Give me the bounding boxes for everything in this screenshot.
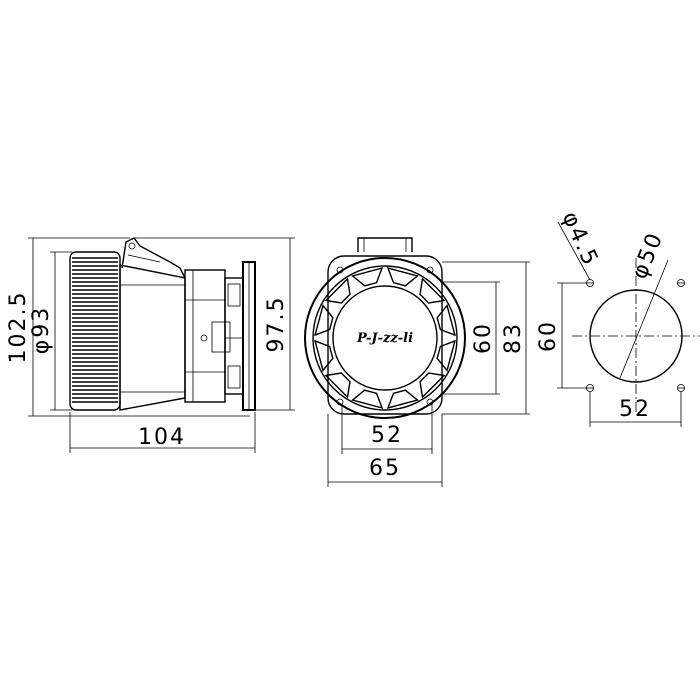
cutout-view: φ4.5 φ50 60 52 xyxy=(536,208,700,427)
dim-line-102-5 xyxy=(28,237,250,417)
dim-line-83 xyxy=(442,261,530,415)
dim-line-52-front xyxy=(341,404,433,454)
rib xyxy=(324,277,351,304)
cutout-circle xyxy=(589,289,683,383)
dim-line-93 xyxy=(50,251,72,411)
rib xyxy=(386,267,419,287)
ribs xyxy=(314,267,456,409)
dim-line-97-5 xyxy=(135,237,295,411)
mounting-section xyxy=(184,261,256,411)
dim-label-52-front: 52 xyxy=(371,423,403,448)
rib xyxy=(351,267,384,287)
dim-line-104 xyxy=(69,412,256,453)
brand-logo: P-J-zz-li xyxy=(356,331,413,346)
front-view: P-J-zz-li 60 83 52 xyxy=(304,237,530,487)
dim-label-97-5: 97.5 xyxy=(264,296,289,353)
rib xyxy=(419,277,446,304)
rib xyxy=(419,372,446,399)
rib xyxy=(314,304,334,337)
dim-label-60-front: 60 xyxy=(471,322,496,354)
dim-line-65 xyxy=(327,414,443,487)
side-view: 102.5 φ93 xyxy=(6,237,295,453)
dim-label-93: φ93 xyxy=(29,306,54,355)
rib xyxy=(436,304,456,337)
rib xyxy=(386,389,419,409)
dim-label-60-cutout: 60 xyxy=(536,320,561,352)
rib xyxy=(314,339,334,372)
dim-line-60-cutout xyxy=(557,282,586,389)
dim-line-52-cutout xyxy=(589,392,682,427)
dim-label-104: 104 xyxy=(138,425,186,450)
dim-label-102-5: 102.5 xyxy=(6,291,31,364)
rib xyxy=(324,372,351,399)
rib xyxy=(351,389,384,409)
dim-label-83: 83 xyxy=(501,322,526,354)
dim-line-60-front xyxy=(440,281,500,395)
mounting-holes xyxy=(586,279,685,392)
rib xyxy=(436,339,456,372)
dim-label-65: 65 xyxy=(369,456,401,481)
knurled-ring xyxy=(69,251,121,411)
socket-body xyxy=(119,237,186,411)
dim-label-4-5: φ4.5 xyxy=(557,208,603,271)
dim-label-52-cutout: 52 xyxy=(619,397,651,422)
socket-face xyxy=(332,285,438,391)
hinge-tab xyxy=(357,237,413,252)
outer-ring xyxy=(304,257,466,419)
front-flange xyxy=(327,255,443,415)
